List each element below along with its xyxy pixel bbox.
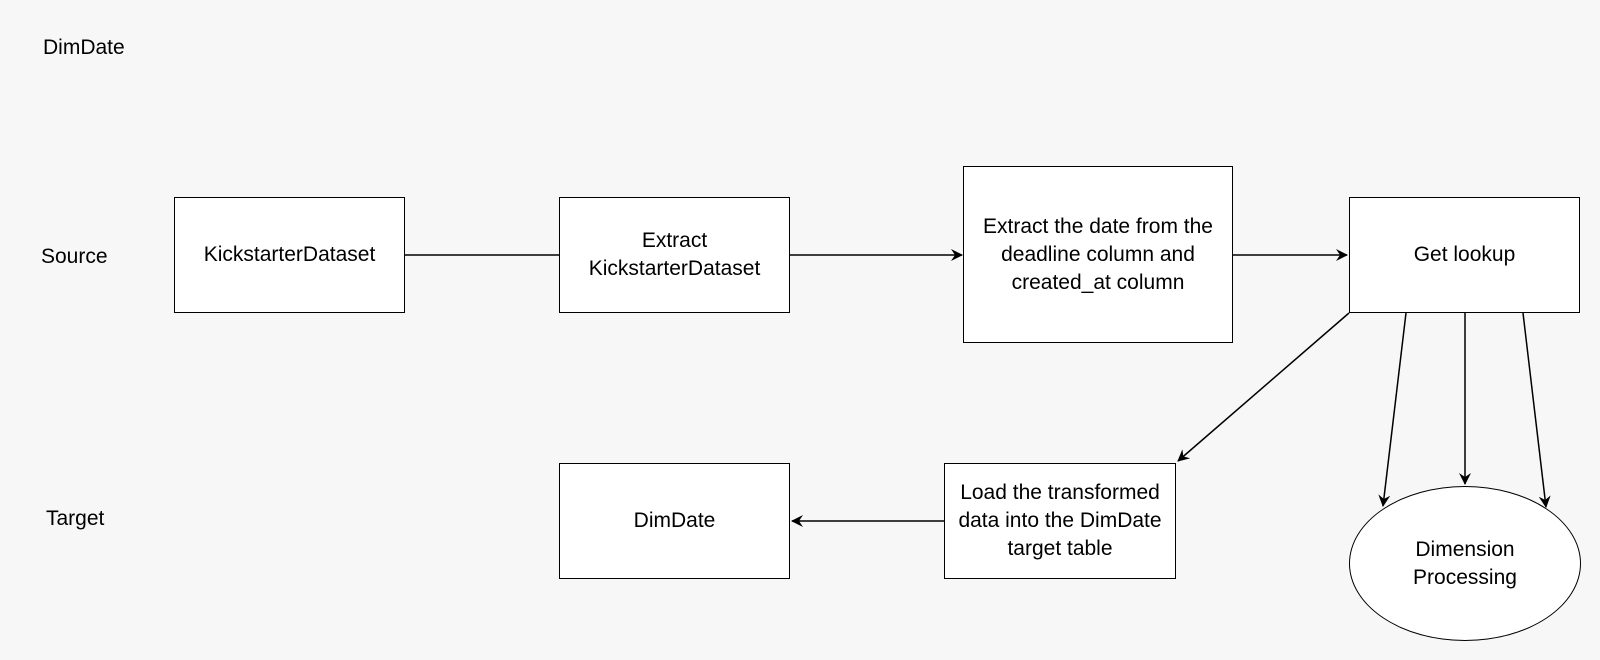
node-dim-date-label: DimDate	[633, 509, 716, 532]
node-extract-dataset-label: Extract KickstarterDataset	[588, 229, 761, 280]
node-extract-date[interactable]: Extract the date from the deadline colum…	[963, 166, 1233, 343]
node-load-transformed-label: Load the transformed data into the DimDa…	[958, 481, 1162, 560]
node-get-lookup[interactable]: Get lookup	[1349, 197, 1580, 313]
node-dimension-processing[interactable]: Dimension Processing	[1349, 486, 1581, 641]
node-load-transformed[interactable]: Load the transformed data into the DimDa…	[944, 463, 1176, 579]
lane-label-target: Target	[46, 507, 105, 530]
node-extract-date-label: Extract the date from the deadline colum…	[983, 214, 1213, 294]
node-dimension-processing-label: Dimension Processing	[1413, 537, 1517, 589]
diagram-title: DimDate	[43, 36, 125, 59]
node-dim-date[interactable]: DimDate	[559, 463, 790, 579]
edge-lookup-to-dimension-left-arrow	[1378, 312, 1407, 507]
node-get-lookup-label: Get lookup	[1413, 243, 1516, 266]
node-kickstarter-dataset-label: KickstarterDataset	[203, 243, 376, 266]
edge-lookup-to-load-arrow	[1177, 312, 1350, 462]
node-extract-dataset[interactable]: Extract KickstarterDataset	[559, 197, 790, 313]
edge-lookup-to-dimension-right-arrow	[1522, 312, 1551, 508]
node-kickstarter-dataset[interactable]: KickstarterDataset	[174, 197, 405, 313]
lane-label-source: Source	[41, 245, 108, 268]
